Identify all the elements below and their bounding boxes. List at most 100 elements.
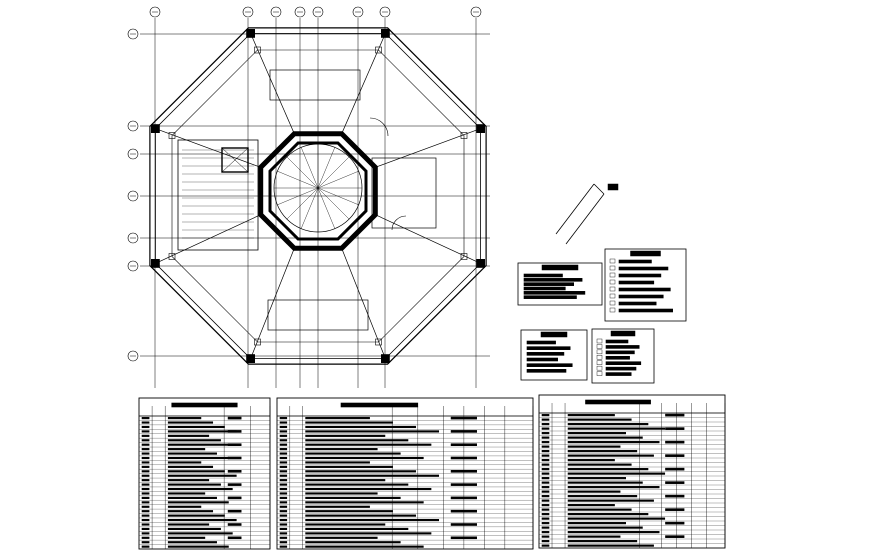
- table-cell-mark: [450, 523, 477, 526]
- table-cell-text: [167, 496, 217, 499]
- section-line: [555, 183, 595, 235]
- table-cell-text: [167, 434, 210, 437]
- table-cell-text: [279, 417, 288, 420]
- legend-title: [540, 331, 568, 338]
- section-tag: [607, 183, 619, 191]
- column-inner: [375, 46, 382, 54]
- legend-symbol: [596, 355, 603, 360]
- table-cell-text: [305, 532, 432, 535]
- table-cell-text: [305, 448, 378, 451]
- table-cell-text: [305, 417, 370, 420]
- table-cell-text: [141, 425, 150, 429]
- table-cell-text: [305, 474, 440, 477]
- table-cell-text: [305, 501, 424, 504]
- legend-box: [591, 328, 655, 384]
- legend-box: [517, 262, 603, 306]
- column: [246, 354, 256, 364]
- legend-text-line: [618, 280, 655, 285]
- legend-text-line: [523, 282, 575, 286]
- table-cell-text: [567, 499, 654, 502]
- table-cell-text: [167, 439, 221, 442]
- table-cell-text: [305, 421, 393, 424]
- table-cell-text: [167, 514, 225, 517]
- table-cell-text: [305, 514, 416, 517]
- legend-text-line: [526, 340, 556, 345]
- column: [150, 258, 160, 268]
- legend-text-line: [526, 352, 565, 356]
- table-cell-text: [141, 474, 150, 477]
- table-cell-text: [167, 417, 202, 420]
- table-cell-mark: [227, 470, 242, 473]
- table-cell-text: [167, 448, 206, 451]
- table-cell-text: [305, 487, 432, 491]
- legend-text-line: [618, 287, 671, 292]
- table-cell-text: [279, 541, 288, 544]
- table-cell-text: [567, 531, 660, 534]
- table-cell-mark: [665, 535, 685, 538]
- table-cell-text: [305, 518, 440, 522]
- table-title: [171, 402, 238, 408]
- table-cell-text: [305, 492, 378, 495]
- table-title: [585, 399, 651, 405]
- legend-symbol: [596, 365, 603, 371]
- table-cell-text: [567, 517, 666, 520]
- table-cell-text: [167, 536, 206, 539]
- table-cell-text: [279, 501, 288, 504]
- structural-beam: [341, 248, 386, 359]
- table-cell-text: [141, 532, 150, 535]
- table-cell-text: [305, 439, 409, 442]
- core-inner-wall: [268, 141, 368, 241]
- structural-beam: [341, 33, 386, 134]
- table-cell-mark: [227, 523, 242, 526]
- table-cell-text: [167, 470, 225, 473]
- table-cell-text: [541, 486, 550, 489]
- table-cell-text: [567, 445, 621, 448]
- table-cell-mark: [665, 508, 685, 511]
- schedule-tables: [138, 394, 726, 550]
- table-cell-text: [141, 452, 150, 455]
- table-cell-text: [567, 544, 654, 547]
- legend-text-line: [618, 308, 673, 313]
- column-inner: [254, 338, 261, 346]
- table-cell-mark: [450, 430, 477, 433]
- legend-text-line: [605, 339, 629, 344]
- column-inner: [168, 132, 176, 139]
- table-cell-text: [567, 472, 666, 475]
- table-cell-mark: [450, 536, 477, 540]
- legend-text-line: [618, 266, 669, 271]
- table-cell-text: [567, 463, 632, 466]
- radial-line: [277, 170, 319, 189]
- table-cell-text: [141, 505, 150, 508]
- table-cell-text: [279, 456, 288, 460]
- table-cell-text: [305, 483, 409, 486]
- radial-line: [300, 187, 319, 229]
- structural-beam: [250, 33, 295, 134]
- column: [150, 124, 160, 133]
- table-cell-text: [279, 523, 288, 526]
- table-cell-text: [141, 510, 150, 513]
- table-cell-text: [305, 434, 386, 437]
- table-cell-text: [279, 532, 288, 535]
- table-cell-text: [279, 545, 288, 548]
- table-cell-text: [167, 479, 210, 482]
- table-cell-text: [305, 545, 424, 548]
- table-cell-text: [541, 517, 550, 520]
- section-line: [593, 183, 605, 195]
- table-cell-text: [279, 421, 288, 424]
- table-cell-text: [541, 522, 550, 525]
- structural-beam: [155, 214, 261, 264]
- structural-beam: [155, 128, 261, 168]
- table-cell-text: [541, 441, 550, 444]
- table-cell-text: [167, 527, 221, 531]
- table-cell-text: [141, 439, 150, 442]
- legend-text-line: [605, 366, 637, 371]
- table-cell-text: [167, 505, 202, 508]
- table-cell-text: [305, 465, 393, 468]
- table-cell-text: [541, 526, 550, 529]
- table-cell-text: [141, 501, 150, 504]
- table-cell-mark: [450, 496, 477, 500]
- table-cell-text: [541, 535, 550, 538]
- table-cell-text: [279, 479, 288, 482]
- table-cell-mark: [450, 456, 477, 460]
